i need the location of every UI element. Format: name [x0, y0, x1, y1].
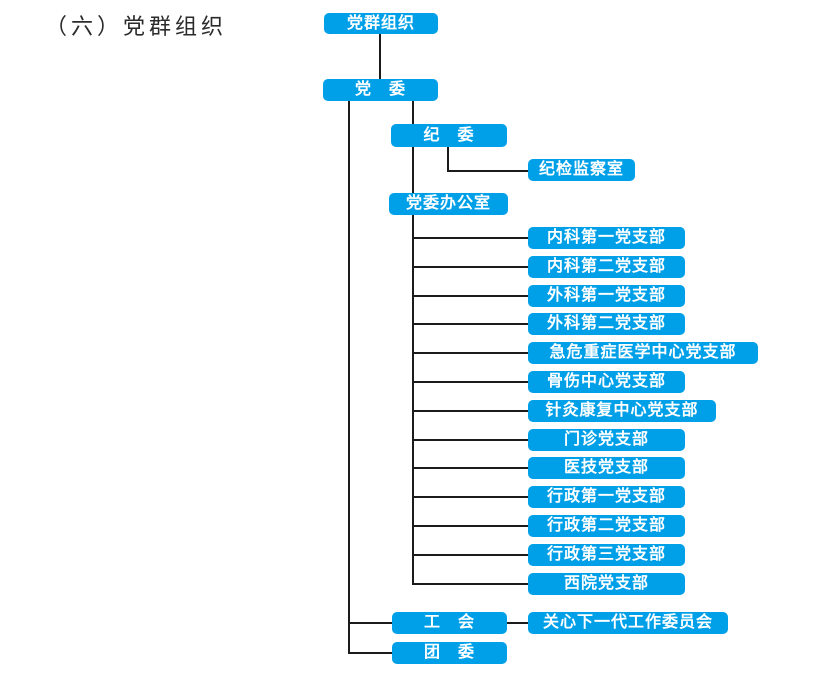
connector-branch-11: [412, 525, 528, 527]
node-critical-care-center-branch: 急危重症医学中心党支部: [528, 342, 758, 364]
connector-branch-5: [412, 352, 528, 354]
connector-branch-4: [412, 323, 528, 325]
connector-branch-6: [412, 381, 528, 383]
node-party-committee-office: 党委办公室: [389, 193, 508, 215]
node-internal-medicine-first-branch: 内科第一党支部: [528, 227, 685, 249]
node-west-campus-branch: 西院党支部: [528, 573, 685, 595]
connector-branch-13: [412, 583, 528, 585]
node-acupuncture-rehab-center-branch: 针灸康复中心党支部: [528, 400, 716, 422]
node-admin-second-branch: 行政第二党支部: [528, 515, 685, 537]
connector-branch-12: [412, 554, 528, 556]
node-party-mass-organizations: 党群组织: [324, 13, 438, 34]
connector-labor-union: [348, 622, 392, 624]
node-next-generation-committee: 关心下一代工作委员会: [528, 612, 728, 634]
node-outpatient-branch: 门诊党支部: [528, 429, 685, 451]
connector-main-trunk: [412, 100, 414, 585]
node-labor-union: 工 会: [392, 612, 507, 634]
node-party-committee: 党 委: [323, 79, 438, 101]
connector-branch-2: [412, 266, 528, 268]
connector-branch-10: [412, 496, 528, 498]
connector-discipline-drop: [447, 147, 449, 172]
connector-root-to-party-committee: [379, 34, 381, 79]
node-admin-first-branch: 行政第一党支部: [528, 486, 685, 508]
connector-branch-9: [412, 467, 528, 469]
node-admin-third-branch: 行政第三党支部: [528, 544, 685, 566]
connector-branch-8: [412, 439, 528, 441]
connector-next-generation: [507, 622, 528, 624]
connector-left-trunk: [348, 100, 350, 654]
node-youth-league: 团 委: [392, 642, 507, 664]
connector-branch-7: [412, 410, 528, 412]
connector-branch-3: [412, 295, 528, 297]
node-discipline-inspection-committee: 纪 委: [391, 124, 507, 147]
node-medical-tech-branch: 医技党支部: [528, 457, 685, 479]
node-discipline-inspection-supervision-office: 纪检监察室: [528, 159, 635, 181]
section-heading: （六）党群组织: [45, 14, 228, 39]
connector-branch-1: [412, 237, 528, 239]
node-surgery-second-branch: 外科第二党支部: [528, 313, 685, 335]
node-surgery-first-branch: 外科第一党支部: [528, 285, 685, 307]
node-orthopedics-center-branch: 骨伤中心党支部: [528, 371, 685, 393]
connector-youth-league: [348, 652, 392, 654]
node-internal-medicine-second-branch: 内科第二党支部: [528, 256, 685, 278]
connector-discipline-office: [447, 170, 528, 172]
